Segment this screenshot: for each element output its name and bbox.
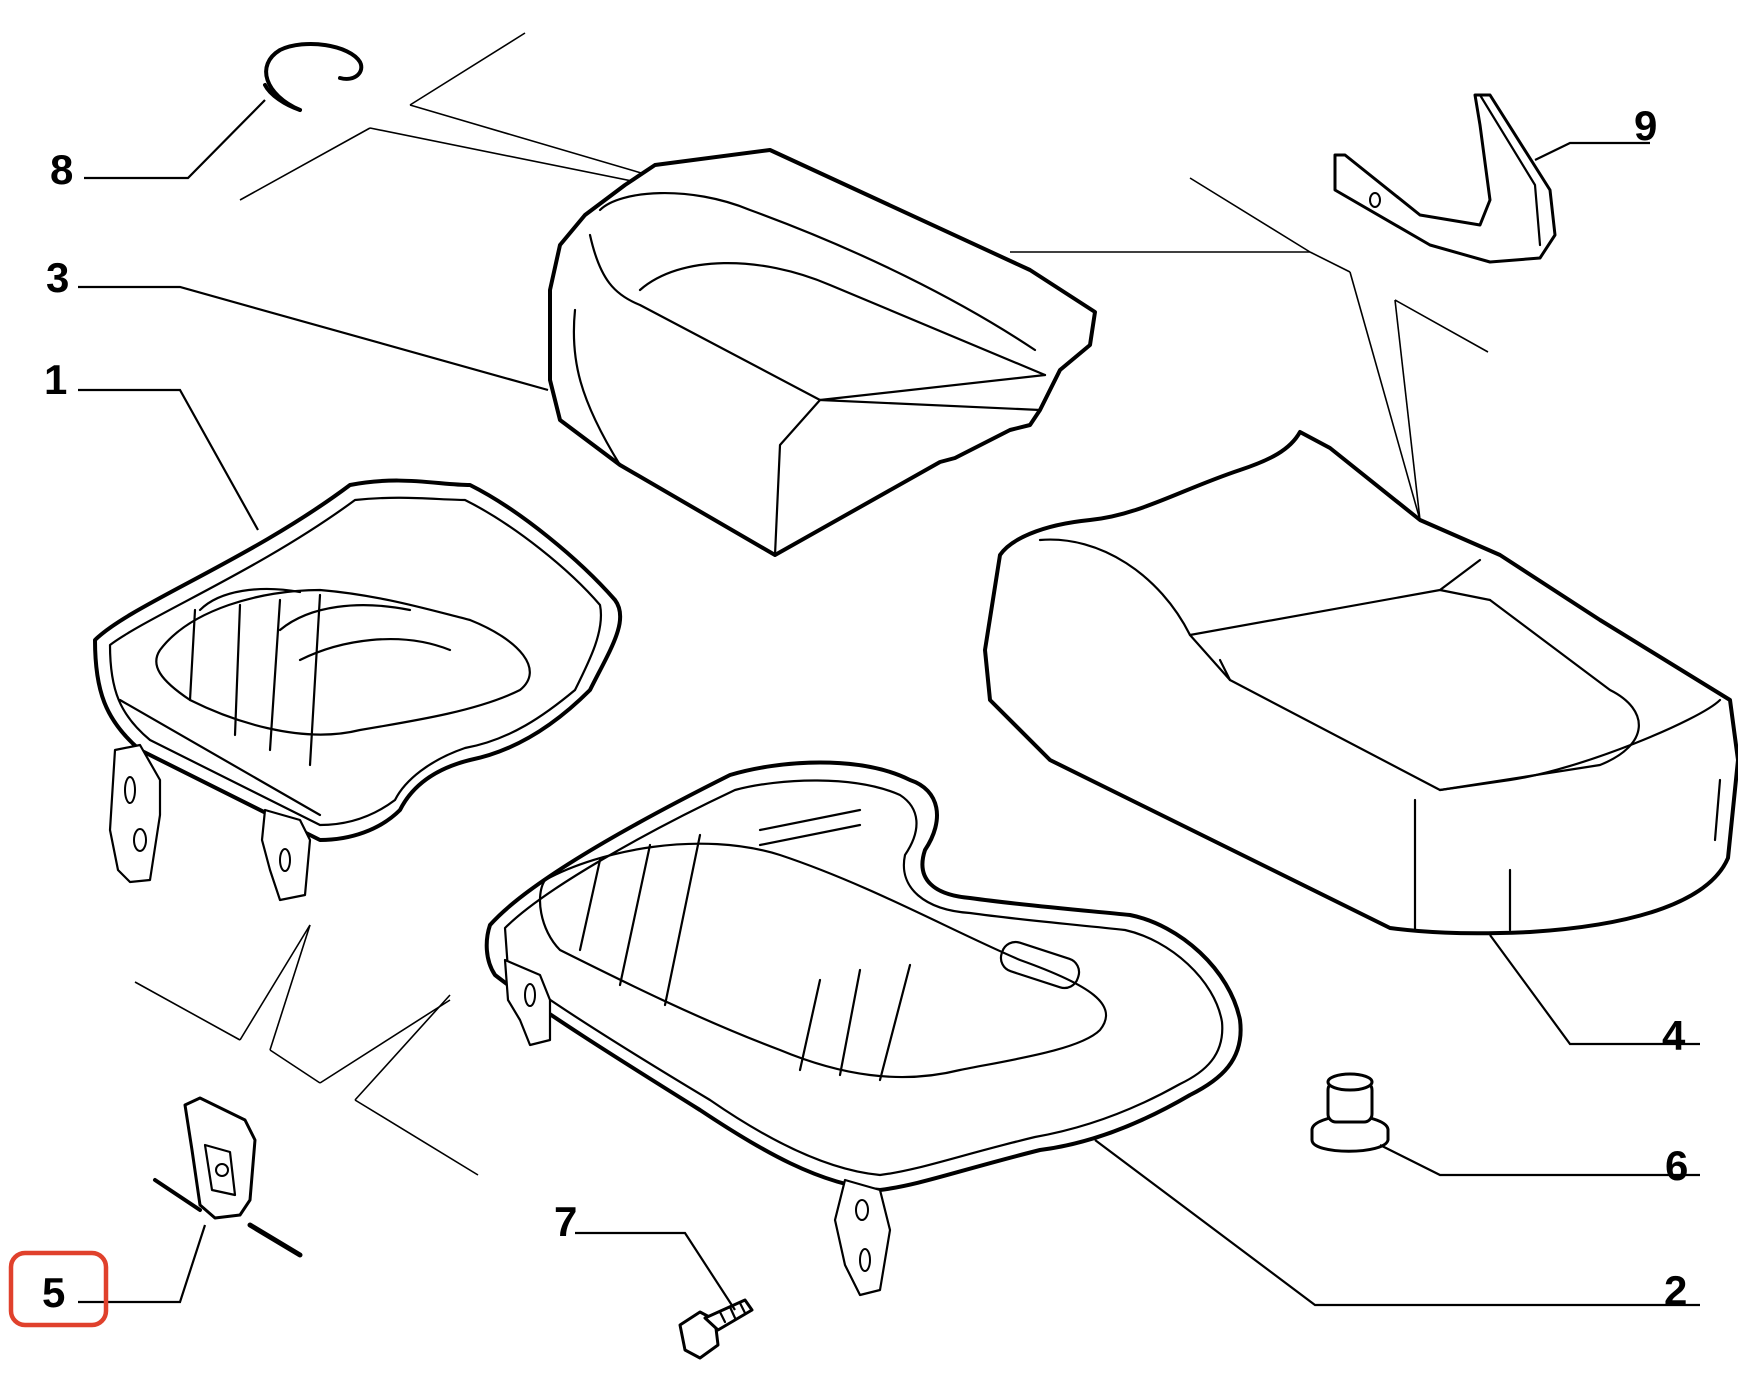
callout-2-label[interactable]: 2	[1664, 1267, 1687, 1314]
part-2-seat-frame	[484, 760, 1243, 1297]
callout-numbers: 8 3 1 9 4 6 7 2 5	[42, 102, 1688, 1316]
callout-5-label[interactable]: 5	[42, 1269, 65, 1316]
callout-8-label[interactable]: 8	[50, 146, 73, 193]
callout-4-label[interactable]: 4	[1662, 1012, 1686, 1059]
leader-lines	[78, 99, 1700, 1311]
part-9-strap-clip	[1333, 93, 1557, 264]
part-8-wire-hook	[263, 42, 364, 112]
callout-7-label[interactable]: 7	[554, 1198, 577, 1245]
part-3-seat-cushion	[548, 148, 1097, 557]
part-5-clip	[153, 1096, 303, 1258]
callout-6-label[interactable]: 6	[1665, 1142, 1688, 1189]
callout-9-label[interactable]: 9	[1634, 102, 1657, 149]
part-1-seat-frame	[93, 478, 623, 902]
callout-1-label[interactable]: 1	[44, 356, 67, 403]
part-6-bump-stop	[1310, 1072, 1390, 1153]
callout-5-highlight-box	[8, 1250, 109, 1328]
part-7-bolt	[678, 1298, 754, 1360]
callout-3-label[interactable]: 3	[46, 254, 69, 301]
assembly-guide-lines	[134, 32, 1489, 1176]
part-4-seat-bottom	[983, 430, 1738, 936]
